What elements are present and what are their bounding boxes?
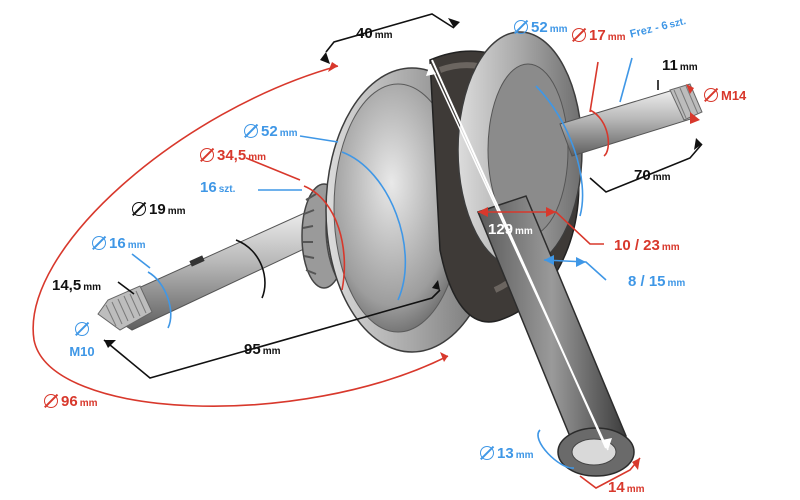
dim-19-arc bbox=[235, 239, 266, 299]
dim-34-5-arc bbox=[303, 185, 346, 291]
dim-13-arc bbox=[537, 429, 575, 469]
diameter-symbol-icon bbox=[75, 322, 89, 336]
label-thread-m14: M14 bbox=[704, 88, 746, 104]
arrowheads bbox=[104, 18, 702, 470]
diameter-symbol-icon bbox=[132, 202, 146, 216]
dim-10-23-line bbox=[478, 211, 604, 245]
dim-52-left-arc bbox=[341, 151, 407, 301]
diameter-symbol-icon bbox=[244, 124, 258, 138]
diameter-symbol-icon bbox=[572, 28, 586, 42]
diameter-symbol-icon bbox=[514, 20, 528, 34]
diameter-symbol-icon bbox=[44, 394, 58, 408]
dim-70-line bbox=[589, 143, 703, 193]
diameter-symbol-icon bbox=[704, 88, 718, 102]
dim-52-right-arc bbox=[535, 85, 584, 217]
crankshaft-illustration bbox=[97, 31, 703, 477]
diameter-symbol-icon bbox=[200, 148, 214, 162]
dim-40-line bbox=[325, 13, 455, 53]
diameter-symbol-icon bbox=[480, 446, 494, 460]
dim-16-arc bbox=[147, 271, 172, 329]
dim-95-line bbox=[103, 289, 441, 379]
label-thread-m10: M10 bbox=[64, 322, 100, 360]
dim-17-arc bbox=[589, 109, 610, 157]
diameter-symbol-icon bbox=[92, 236, 106, 250]
dim-96-curve bbox=[32, 65, 449, 407]
dim-129-line bbox=[429, 63, 609, 451]
